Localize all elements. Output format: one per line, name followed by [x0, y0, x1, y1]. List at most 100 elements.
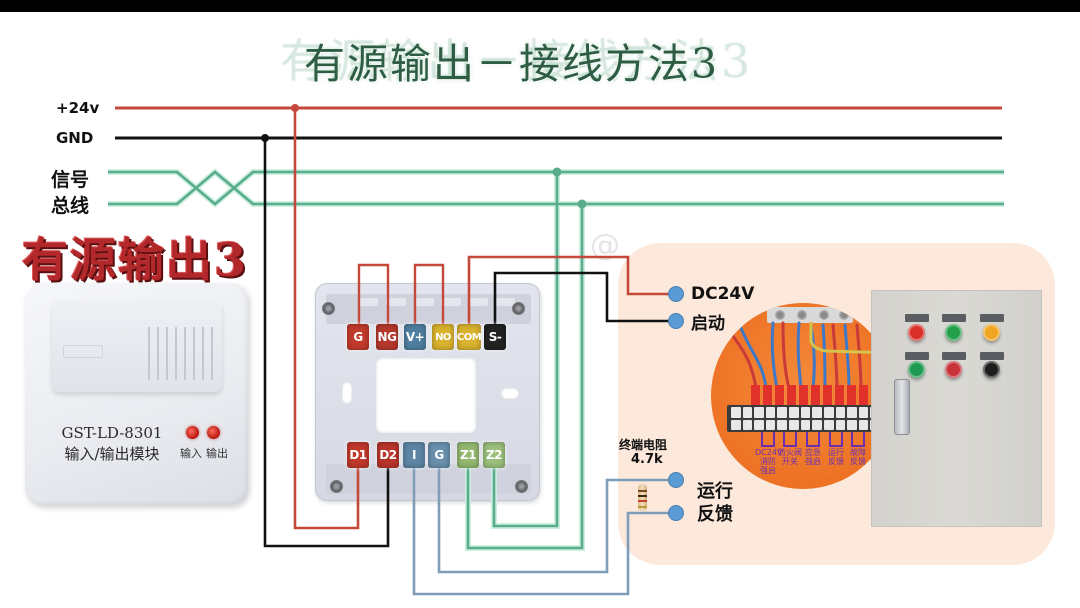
terminal-top-com[interactable]: COM	[457, 324, 482, 350]
door-handle-icon	[894, 379, 910, 435]
label-line: 消防	[760, 457, 776, 466]
label-line: 应急	[805, 448, 821, 457]
label-line: 反馈	[850, 457, 866, 466]
terminal-base	[315, 283, 540, 501]
label-run: 运行	[697, 481, 733, 502]
terminal-bottom-d1[interactable]: D1	[347, 442, 369, 468]
bus-label-gnd: GND	[56, 129, 94, 147]
terminal-bottom-z2[interactable]: Z2	[483, 442, 505, 468]
terminal-bracket	[783, 432, 797, 447]
terminal-bottom-i[interactable]: I	[403, 442, 425, 468]
signal-bus-line-b-glow	[108, 168, 1004, 207]
label-line: 强启	[760, 466, 776, 475]
closeup-wire	[729, 331, 758, 390]
terminal-bracket	[829, 432, 843, 447]
junction-dot-gnd	[261, 134, 269, 142]
label-feedback: 反馈	[697, 504, 733, 525]
red-indicator-lamp-icon	[908, 324, 925, 341]
led-label-input: 输入	[180, 447, 202, 460]
yellow-indicator-lamp-icon	[983, 324, 1000, 341]
vent-slot	[157, 327, 159, 380]
strip-tab	[358, 298, 378, 306]
screw-icon	[797, 310, 807, 320]
wire-ferrule	[835, 385, 844, 405]
title-ghost-shadow: 有源输出－接线方法3	[280, 34, 754, 88]
signal-bus-line-b	[108, 170, 1004, 206]
signal-bus-line-a	[108, 170, 1004, 206]
terminal-bottom-g[interactable]: G	[428, 442, 450, 468]
vent-slot	[148, 327, 150, 380]
label-line: 防火阀	[778, 448, 802, 457]
strip-tab	[441, 298, 461, 306]
terminal-top-vplus[interactable]: V+	[404, 324, 426, 350]
bus-label-signal-line1: 信号	[51, 169, 90, 191]
wire-ferrule	[799, 385, 808, 405]
terminal-strip	[727, 405, 884, 432]
closeup-wire	[821, 323, 827, 390]
page-title: 有源输出－接线方法3	[304, 40, 720, 88]
inset-label-damper-switch: 防火阀 开关	[777, 448, 803, 466]
label-line: 反馈	[828, 457, 844, 466]
lamp-label-plate	[942, 352, 966, 360]
module-name: 输入/输出模块	[64, 445, 160, 463]
green-button-icon	[908, 361, 925, 378]
output-led-icon	[207, 426, 220, 439]
screw-icon	[515, 480, 528, 493]
wire-ferrule	[787, 385, 796, 405]
lamp-label-plate	[942, 314, 966, 322]
label-line: 开关	[782, 457, 798, 466]
module-slot	[63, 345, 103, 358]
terminal-bottom-z1[interactable]: Z1	[457, 442, 479, 468]
label-resistor-value: 4.7k	[631, 452, 663, 467]
terminal-top-s-minus[interactable]: S-	[484, 324, 506, 350]
screw-icon	[819, 310, 829, 320]
label-line: DC24V	[755, 448, 783, 457]
terminal-bracket	[851, 432, 865, 447]
lamp-label-plate	[905, 314, 929, 322]
lamp-label-plate	[980, 352, 1004, 360]
inset-label-run-feedback: 运行 反馈	[823, 448, 849, 466]
vent-slot	[202, 327, 204, 380]
terminal-top-ng[interactable]: NG	[376, 324, 398, 350]
vent-slot	[166, 327, 168, 380]
ground-wire	[809, 321, 895, 355]
watermark: @	[590, 228, 620, 263]
top-terminal-strip	[326, 294, 531, 324]
terminal-strip-closeup: DC24V 消防 强启 防火阀 开关 应急 强启 运行 反馈 故障 反馈	[711, 303, 895, 489]
closeup-wire	[843, 323, 851, 390]
mount-slot	[501, 388, 519, 399]
led-label-output: 输出	[206, 447, 228, 460]
terminal-bottom-d2[interactable]: D2	[377, 442, 399, 468]
closeup-wire	[781, 321, 791, 390]
label-line: 运行	[828, 448, 844, 457]
label-dc24v: DC24V	[691, 284, 755, 304]
closeup-wiring	[729, 321, 895, 405]
closeup-wire	[831, 323, 839, 390]
input-led-icon	[186, 426, 199, 439]
label-line: 故障	[850, 448, 866, 457]
signal-bus-line-a-glow	[108, 169, 1004, 208]
top-bar	[0, 0, 1080, 12]
breaker-row	[767, 307, 853, 323]
bus-label-signal-line2: 总线	[51, 195, 90, 217]
screw-icon	[839, 310, 849, 320]
inset-label-fault-feedback: 故障 反馈	[845, 448, 871, 466]
junction-dot-signal-a	[552, 167, 562, 177]
closeup-wire	[770, 321, 779, 390]
label-start: 启动	[691, 314, 725, 334]
screw-icon	[322, 302, 335, 315]
vent-slot	[193, 327, 195, 380]
screw-icon	[330, 480, 343, 493]
bus-label-24v: +24v	[56, 99, 100, 117]
selector-knob-icon	[983, 361, 1000, 378]
control-cabinet	[871, 290, 1042, 527]
screw-icon	[512, 302, 525, 315]
terminal-top-no[interactable]: NO	[432, 324, 454, 350]
label-end-resistor: 终端电阻	[619, 438, 668, 452]
vent-slot	[175, 327, 177, 380]
terminal-top-g[interactable]: G	[347, 324, 369, 350]
inset-label-emergency-start: 应急 强启	[800, 448, 826, 466]
strip-tab	[468, 298, 488, 306]
bottom-terminal-strip	[326, 464, 531, 494]
wire-ferrule	[847, 385, 856, 405]
